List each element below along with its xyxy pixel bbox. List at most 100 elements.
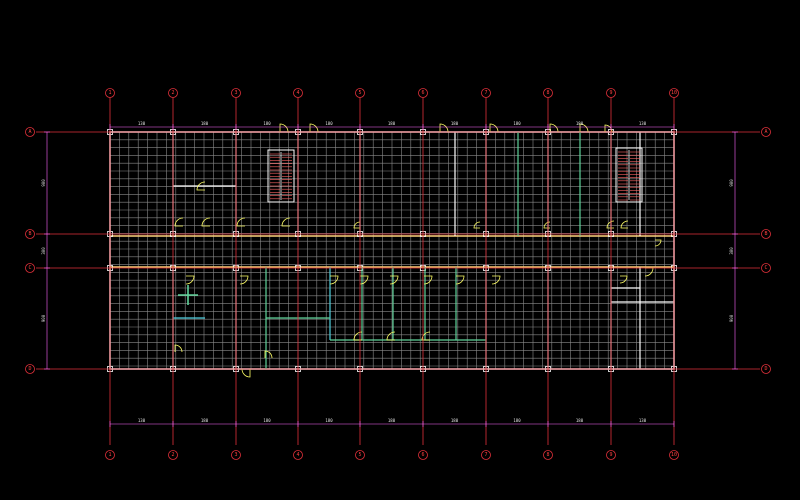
door-arc-icon [423, 275, 433, 285]
circle-icon [105, 88, 115, 98]
circle-icon [606, 88, 616, 98]
dimension-layer: 130 180 180 180 180 180 180 180 130 130 180 180 180 1… [41, 121, 738, 427]
door-arc-icon [281, 217, 291, 227]
dim-top-label: 130 [138, 121, 146, 126]
door-arc-icon [353, 221, 361, 229]
axis-bubble-label: 2 [171, 452, 174, 458]
door-arc-icon [353, 331, 363, 341]
dim-top-label: 180 [513, 121, 521, 126]
circle-icon [761, 229, 771, 239]
door-arc-icon [579, 123, 589, 133]
axis-bubble-label: 8 [546, 452, 549, 458]
dim-bottom-label: 180 [325, 418, 333, 423]
dim-left-label: 900 [41, 179, 46, 187]
axis-bubble-label: 7 [484, 452, 487, 458]
circle-icon [481, 450, 491, 460]
axis-bubble-label: 4 [296, 90, 299, 96]
circle-icon [761, 263, 771, 273]
axis-bubble-label: 9 [609, 452, 612, 458]
axis-bubble-label: 2 [171, 90, 174, 96]
door-arc-icon [654, 239, 662, 247]
circle-icon [606, 450, 616, 460]
dim-bottom-label: 180 [388, 418, 396, 423]
stair-icon [615, 147, 643, 203]
circle-icon [105, 450, 115, 460]
circle-icon [231, 450, 241, 460]
dim-top-label: 130 [639, 121, 647, 126]
dim-left-label: 300 [41, 247, 46, 255]
dim-top-label: 180 [388, 121, 396, 126]
circle-icon [418, 450, 428, 460]
circle-icon [293, 88, 303, 98]
circle-icon [761, 364, 771, 374]
circle-icon [418, 88, 428, 98]
door-arc-icon [491, 275, 501, 285]
dim-bottom-label: 130 [138, 418, 146, 423]
dim-bottom-label: 180 [451, 418, 459, 423]
door-arc-icon [309, 123, 319, 133]
circle-icon [168, 88, 178, 98]
axis-bubble-label: A [764, 129, 767, 135]
circle-icon [25, 263, 35, 273]
axis-bubble-label: 4 [296, 452, 299, 458]
door-arc-icon [239, 275, 249, 285]
circle-icon [25, 127, 35, 137]
doors-layer [174, 123, 662, 378]
axis-bubble-label: 10 [671, 90, 677, 96]
axis-bubble-label: 3 [234, 90, 237, 96]
door-arc-icon [329, 275, 339, 285]
door-arc-icon [489, 123, 499, 133]
door-arc-icon [455, 275, 465, 285]
axis-bubble-label: D [764, 366, 767, 372]
axis-bubble-label: B [764, 231, 767, 237]
door-arc-icon [241, 368, 251, 378]
dim-right-label: 900 [729, 314, 734, 322]
door-arc-icon [236, 217, 246, 227]
dim-bottom-label: 130 [639, 418, 647, 423]
axis-bubble-label: 5 [358, 452, 361, 458]
dim-right-label: 900 [729, 179, 734, 187]
door-arc-icon [386, 331, 396, 341]
axis-bubble-label: 6 [421, 90, 424, 96]
door-arc-icon [619, 275, 628, 284]
door-arc-icon [279, 123, 289, 133]
door-arc-icon [543, 221, 551, 229]
circle-icon [669, 88, 679, 98]
door-arc-icon [174, 217, 184, 227]
door-arc-icon [389, 275, 399, 285]
dim-top-label: 180 [576, 121, 584, 126]
axis-bubble-label: 1 [108, 90, 111, 96]
door-arc-icon [174, 344, 183, 353]
ceiling-grid-layer [109, 131, 675, 369]
dim-left-label: 900 [41, 314, 46, 322]
door-arc-icon [473, 221, 481, 229]
door-arc-icon [644, 267, 654, 277]
circle-icon [761, 127, 771, 137]
door-arc-icon [549, 123, 559, 133]
dim-top-label: 180 [325, 121, 333, 126]
axis-bubble-label: 8 [546, 90, 549, 96]
door-arc-icon [201, 217, 211, 227]
axis-bubble-label: 1 [108, 452, 111, 458]
dim-bottom-label: 180 [576, 418, 584, 423]
axis-bubble-label: 10 [671, 452, 677, 458]
circle-icon [355, 450, 365, 460]
axis-bubble-label: C [28, 265, 31, 271]
circle-icon [355, 88, 365, 98]
axis-bubble-label: 5 [358, 90, 361, 96]
door-arc-icon [606, 220, 615, 229]
axis-bubble-label: A [28, 129, 31, 135]
axis-bubble-label: 7 [484, 90, 487, 96]
dim-top-label: 180 [201, 121, 209, 126]
circle-icon [669, 450, 679, 460]
circle-icon [543, 450, 553, 460]
axis-bubble-label: B [28, 231, 31, 237]
door-arc-icon [620, 220, 629, 229]
dim-bottom-label: 180 [513, 418, 521, 423]
dim-right-label: 300 [729, 247, 734, 255]
door-arc-icon [421, 331, 431, 341]
door-arc-icon [264, 350, 273, 359]
axis-bubble-label: 9 [609, 90, 612, 96]
